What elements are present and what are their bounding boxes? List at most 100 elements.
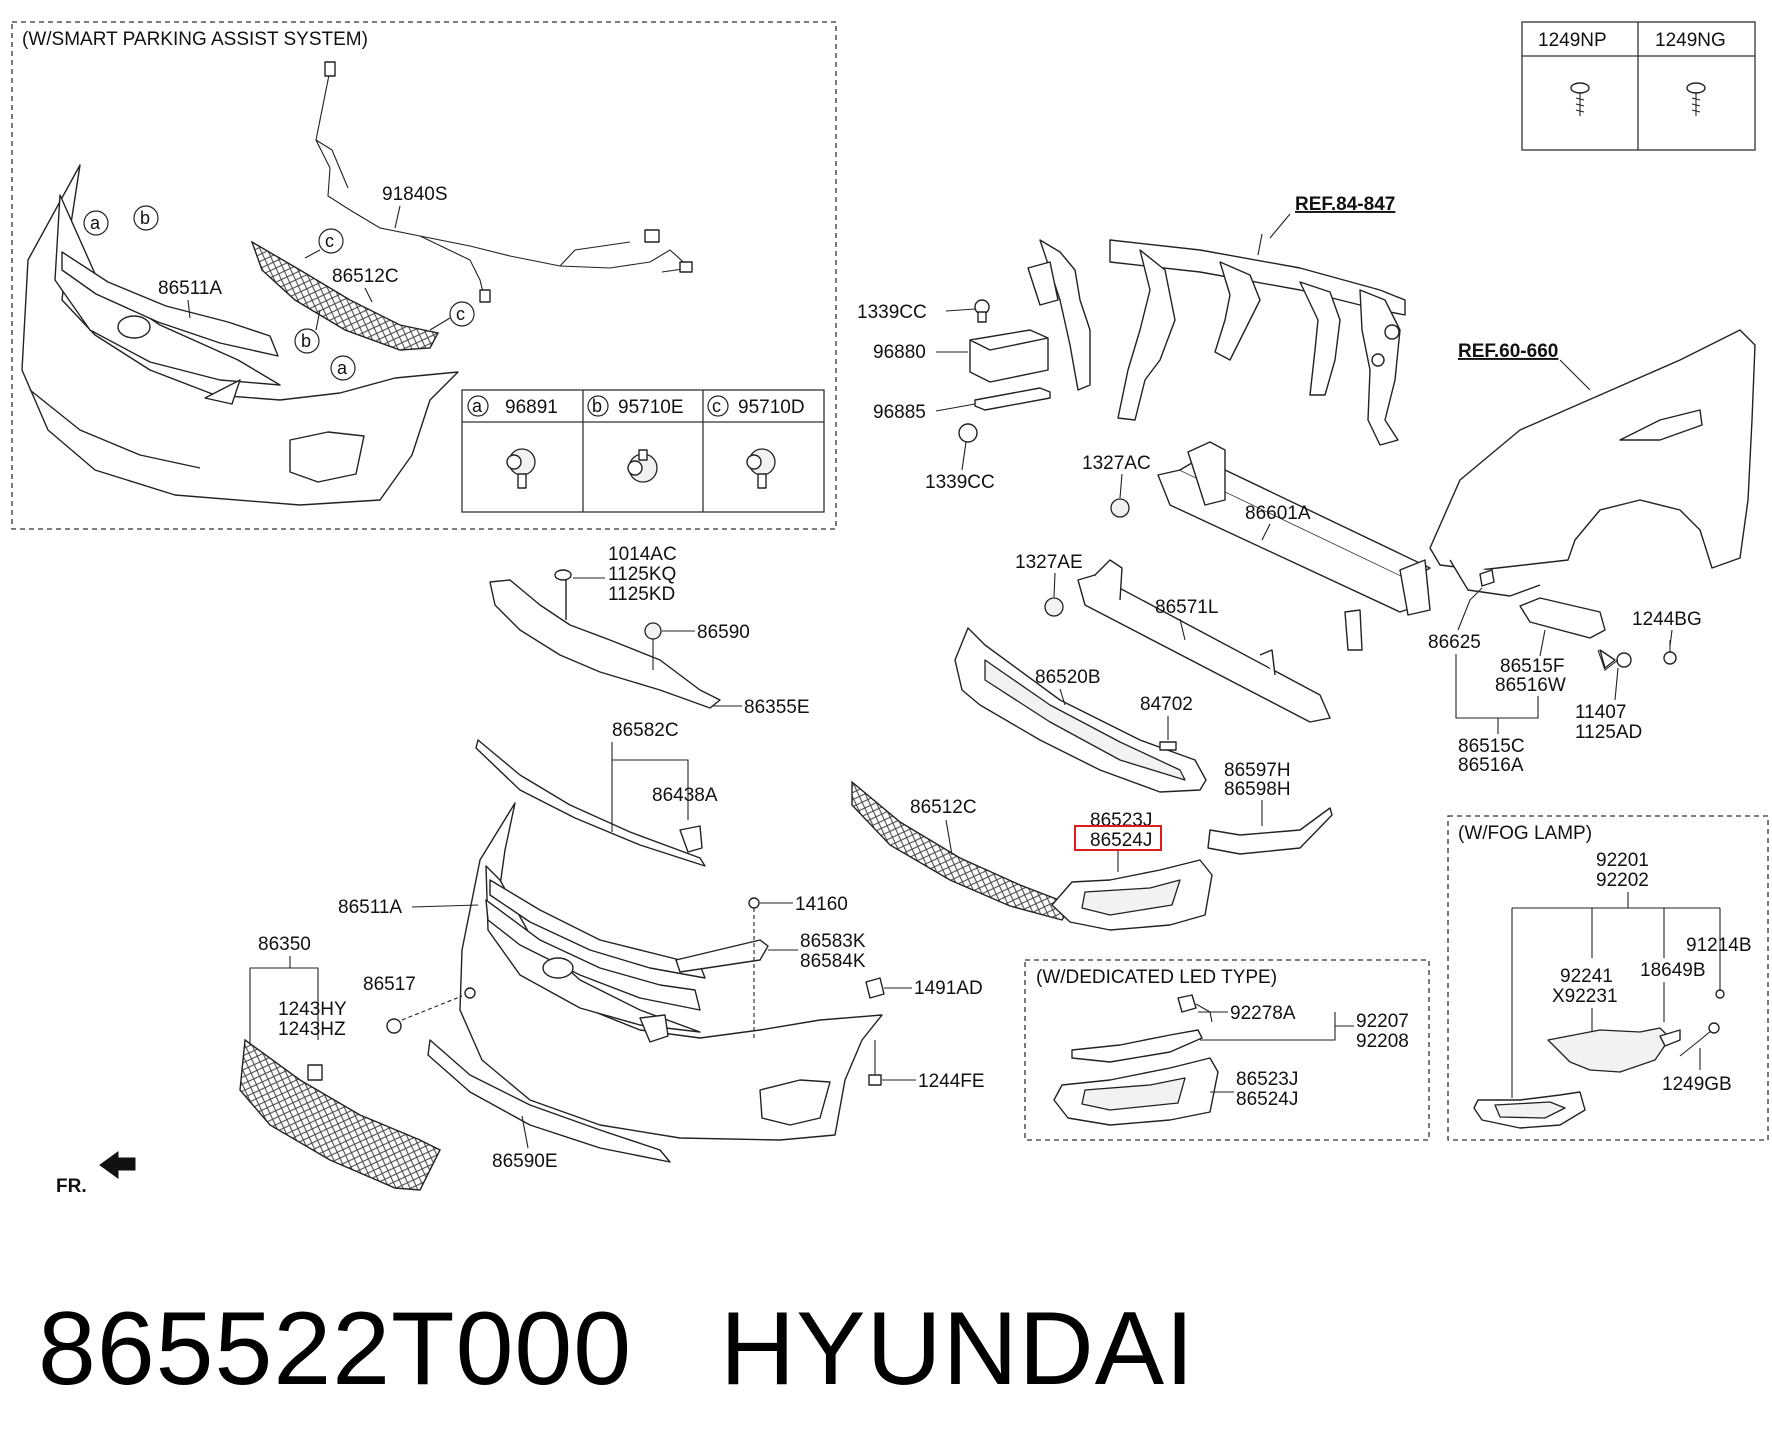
fog-box-title: (W/FOG LAMP) — [1458, 823, 1592, 844]
label-86520B: 86520B — [1035, 667, 1101, 688]
svg-text:b: b — [592, 396, 602, 416]
label-92201: 92201 — [1596, 850, 1649, 871]
ref-frame: REF.84-847 — [1295, 194, 1395, 215]
svg-text:c: c — [325, 231, 334, 251]
label-86597H: 86597H — [1224, 760, 1291, 781]
callout-a-2: a — [330, 355, 356, 381]
label-1244FE: 1244FE — [918, 1071, 985, 1092]
label-86511A-inset: 86511A — [158, 278, 222, 299]
absorber-86520B: 86520B 84702 — [954, 627, 1207, 793]
label-18649B: 18649B — [1640, 960, 1706, 981]
fr-label: FR. — [56, 1176, 87, 1197]
lower-grille-inset — [250, 240, 440, 351]
label-14160: 14160 — [795, 894, 848, 915]
label-86511A: 86511A — [338, 897, 402, 918]
callout-c-2: c — [449, 301, 475, 327]
label-86523J: 86523J — [1090, 810, 1152, 831]
label-1327AE: 1327AE — [1015, 552, 1083, 573]
brand-name: HYUNDAI — [720, 1291, 1196, 1407]
sensor-table: a 96891 b 95710E c 95710D — [461, 389, 825, 513]
bumper-beam-86601A: 1327AC 86601A — [1082, 441, 1431, 651]
callout-b-1: b — [133, 205, 159, 231]
label-92278A: 92278A — [1230, 1003, 1296, 1024]
svg-text:b: b — [301, 331, 311, 351]
svg-text:c: c — [712, 396, 721, 416]
dedicated-led-box: (W/DEDICATED LED TYPE) 92278A 92207 9220… — [1024, 959, 1430, 1141]
led-box-title: (W/DEDICATED LED TYPE) — [1036, 967, 1277, 988]
label-1243HY: 1243HY — [278, 999, 347, 1020]
front-fender: REF.60-660 — [1429, 329, 1756, 597]
label-92208: 92208 — [1356, 1031, 1409, 1052]
label-1125AD: 1125AD — [1575, 722, 1642, 743]
label-1244BG: 1244BG — [1632, 609, 1702, 630]
label-91840S: 91840S — [382, 184, 448, 205]
parking-sensor-harness — [315, 61, 693, 303]
label-86571L: 86571L — [1155, 597, 1218, 618]
label-86590: 86590 — [697, 622, 750, 643]
ref-fender: REF.60-660 — [1458, 341, 1558, 362]
label-86350: 86350 — [258, 934, 311, 955]
label-86515C: 86515C — [1458, 736, 1525, 757]
svg-text:a: a — [90, 213, 101, 233]
parking-sensor-icon — [746, 448, 776, 489]
label-86512C: 86512C — [910, 797, 977, 818]
label-1491AD: 1491AD — [914, 978, 983, 999]
label-84702: 84702 — [1140, 694, 1193, 715]
label-1125KQ: 1125KQ — [608, 564, 676, 585]
sensor-a-part: 96891 — [505, 397, 558, 418]
label-86598H: 86598H — [1224, 779, 1291, 800]
label-91214B: 91214B — [1686, 935, 1752, 956]
grille-86350: 86350 1243HY 1243HZ — [239, 934, 441, 1191]
sensor-b-part: 95710E — [618, 397, 684, 418]
label-86512C-inset: 86512C — [332, 266, 399, 287]
label-1339CC-top: 1339CC — [857, 302, 927, 323]
label-1243HZ: 1243HZ — [278, 1019, 346, 1040]
label-1339CC-bottom: 1339CC — [925, 472, 995, 493]
screw-icon — [1570, 82, 1590, 116]
label-86583K: 86583K — [800, 931, 866, 952]
label-86524J-led: 86524J — [1236, 1089, 1298, 1110]
label-X92231: X92231 — [1552, 986, 1618, 1007]
fog-lamp-box: (W/FOG LAMP) 92201 92202 91214B 92241 X9… — [1447, 815, 1769, 1141]
label-86601A: 86601A — [1245, 503, 1311, 524]
label-96885: 96885 — [873, 402, 926, 423]
parking-sensor-icon — [506, 448, 536, 489]
fender-bracket-86515F: 86625 86515F 86516W 1244BG 11407 1125AD … — [1428, 569, 1702, 776]
molding-86582C: 86582C 86438A — [475, 720, 718, 867]
label-1125KD: 1125KD — [608, 584, 675, 605]
svg-text:a: a — [472, 396, 483, 416]
clip-1491AD: 1491AD 1244FE — [865, 977, 985, 1092]
absorber-86571L: 1327AE 86571L — [1015, 552, 1331, 723]
upper-cover-86355E: 1014AC 1125KQ 1125KD 86590 86355E — [489, 544, 810, 718]
lower-grille-86512C: 86512C — [851, 780, 1074, 921]
front-direction-marker: FR. — [56, 1151, 136, 1197]
label-92202: 92202 — [1596, 870, 1649, 891]
label-92241: 92241 — [1560, 966, 1613, 987]
radiator-support-frame: REF.84-847 — [1027, 194, 1406, 446]
label-1327AC: 1327AC — [1082, 453, 1151, 474]
bracket-86583K: 14160 86583K 86584K — [675, 894, 866, 1040]
fog-lamp-cover-86523J: 86523J 86524J — [1051, 810, 1213, 931]
footer: 865522T000 HYUNDAI — [38, 1290, 1438, 1420]
label-11407: 11407 — [1575, 702, 1626, 723]
trim-86597H: 86597H 86598H — [1207, 760, 1333, 855]
label-86517: 86517 — [363, 974, 416, 995]
bumper-cover-inset — [21, 164, 459, 506]
label-86515F: 86515F — [1500, 656, 1564, 677]
svg-text:c: c — [456, 304, 465, 324]
label-86524J: 86524J — [1090, 830, 1152, 851]
label-86584K: 86584K — [800, 951, 866, 972]
highlight-box — [1074, 825, 1162, 851]
label-86582C: 86582C — [612, 720, 679, 741]
label-86516W: 86516W — [1495, 675, 1566, 696]
smart-parking-assist-box: (W/SMART PARKING ASSIST SYSTEM) a b — [11, 21, 837, 530]
label-92207: 92207 — [1356, 1011, 1409, 1032]
sensor-c-part: 95710D — [738, 397, 805, 418]
svg-text:a: a — [337, 358, 348, 378]
screw-table: 1249NP 1249NG — [1521, 21, 1756, 151]
control-module-96880: 1339CC 96880 96885 1339CC — [857, 299, 1051, 493]
label-86438A: 86438A — [652, 785, 718, 806]
label-86516A: 86516A — [1458, 755, 1524, 776]
label-1249GB: 1249GB — [1662, 1074, 1732, 1095]
